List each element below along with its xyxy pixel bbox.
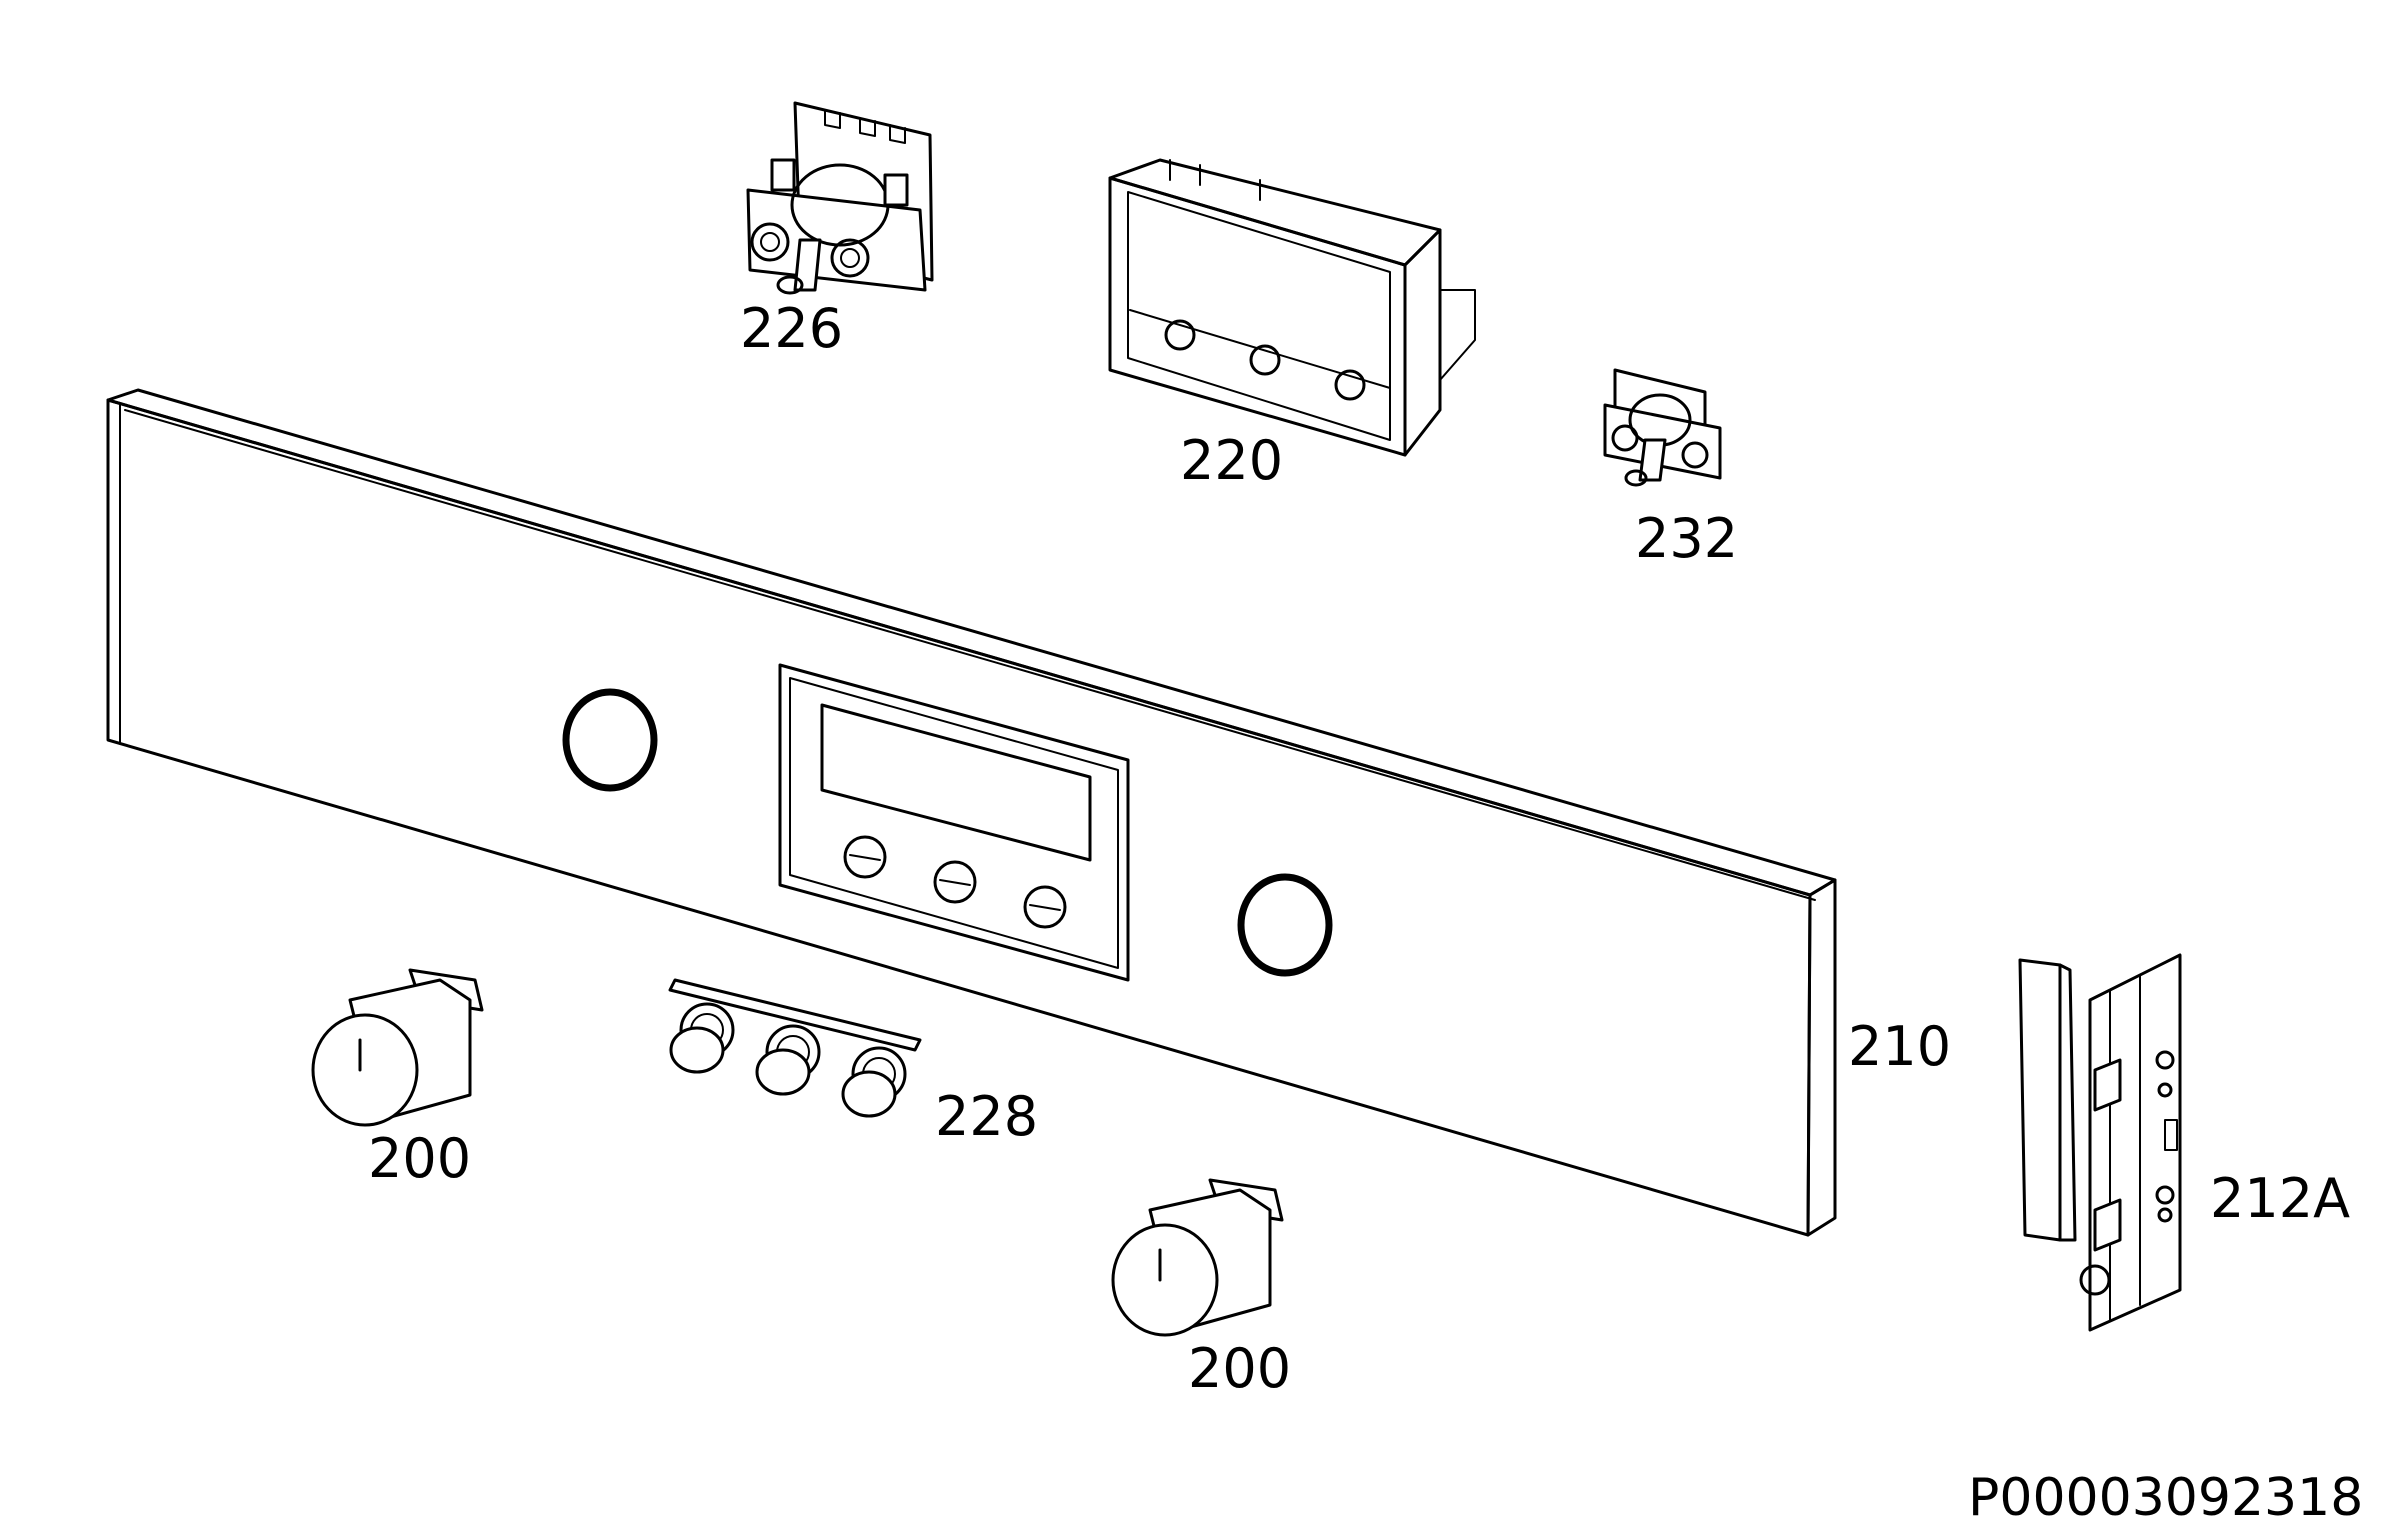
knob-200-left [311, 968, 484, 1127]
part-label-232: 232 [1635, 507, 1739, 570]
control-panel-210 [106, 388, 1837, 1237]
part-label-200-left: 200 [368, 1127, 472, 1190]
knob-200-bottom [1111, 1178, 1284, 1337]
part-label-200-bottom: 200 [1188, 1337, 1292, 1400]
part-label-220: 220 [1180, 429, 1284, 492]
part-label-212A: 212A [2210, 1167, 2351, 1230]
part-label-226: 226 [740, 297, 844, 360]
rotary-switch-232 [1603, 368, 1722, 487]
bracket-212A [2018, 953, 2182, 1332]
display-housing-220 [1108, 158, 1476, 457]
document-id: P00003092318 [1968, 1468, 2364, 1528]
rotary-switch-226 [746, 101, 934, 295]
part-label-228: 228 [935, 1085, 1039, 1148]
part-label-210: 210 [1848, 1015, 1952, 1078]
push-buttons-228 [668, 978, 922, 1118]
